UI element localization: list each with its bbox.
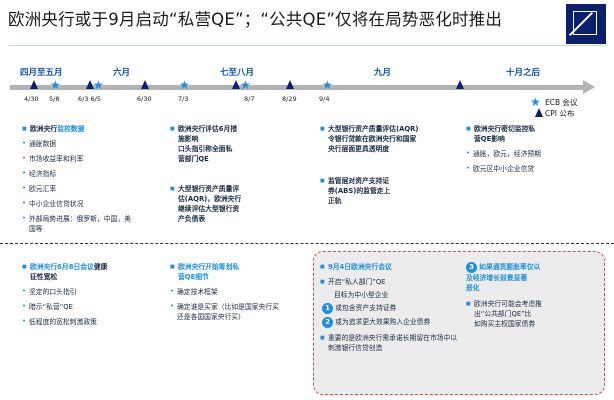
list-item: 经济指标 <box>22 168 132 179</box>
period-jun: 六月 <box>113 68 131 78</box>
list-item: 确定技术框架 <box>170 286 280 297</box>
cpi-legend-icon <box>535 108 543 117</box>
upper-col4-heading: 欧洲央行密切监控私 营QE影响 <box>466 124 576 144</box>
lower-col1-heading: 欧洲央行6月8日会议健康 征性宽松 <box>22 262 142 282</box>
upper-col4-list: 通胀，欧元，经济预期 欧元区中小企业信贷 <box>466 148 576 174</box>
title-divider <box>8 45 606 46</box>
upper-col1-list: 通胀数据 市场收益率和利率 经济指标 欧元汇率 中小企业信贷状况 外部局势进展：… <box>22 138 132 234</box>
period-apr-may: 四月至五月 <box>20 68 63 78</box>
lower-col2-heading: 欧洲央行开始筹划私 营QE细节 <box>170 262 280 282</box>
upper-col2-block1: 欧洲央行评估6月措 施影响 口头指引称全面私 营部门QE <box>170 124 280 164</box>
lower-col-1: 欧洲央行6月8日会议健康 征性宽松 坚定的口头指引 暗示“私营“QE 低程度的宽… <box>22 262 142 332</box>
list-item: 通胀，欧元，经济预期 <box>466 148 576 159</box>
cpi-marker-icon <box>141 80 149 89</box>
list-item: 市场收益率和利率 <box>22 153 132 164</box>
number-3-icon: 3 <box>466 262 477 273</box>
cpi-marker-icon <box>286 80 294 89</box>
date-label: 5/8 <box>49 95 60 103</box>
upper-col3-block1: 大型银行资产质量评估(AQR) 令银行贷款在欧洲央行和国家 央行层面更具透明度 <box>320 124 450 154</box>
lower-col3-line: 开启“私人部门”QE <box>320 277 460 287</box>
page-title: 欧洲央行或于9月启动“私营QE”；“公共QE”仅将在局势恶化时推出 <box>8 10 503 29</box>
cpi-legend-label: CPI 公布 <box>545 109 575 118</box>
lower-col3-heading: 9月4日欧洲央行会议 <box>320 262 460 272</box>
list-item: 中小企业信贷状况 <box>22 198 132 209</box>
lower-col-2: 欧洲央行开始筹划私 营QE细节 确定技术框架 确定谁是买家（比如是国家央行买还是… <box>170 262 280 327</box>
cpi-marker-icon <box>456 80 464 89</box>
ecb-marker-icon: ★ <box>93 78 104 92</box>
number-1-icon: 1 <box>322 303 333 314</box>
lower-col3-option-1: 1 或包含资产支持证券 <box>320 303 460 314</box>
date-label: 6/30 <box>137 95 152 103</box>
upper-col1-heading: 欧洲央行监控数据 <box>22 124 132 134</box>
lower-col3-line: 重要的是欧洲央行需承诺长期留在市场中以刺激银行信贷创造 <box>320 333 460 353</box>
ecb-marker-icon: ★ <box>50 78 61 92</box>
lower-col-4: 3 如果通货膨胀率仅以 及经济增长前景显著 恶化 欧洲央行可能会考虑推 出“公共… <box>466 262 596 329</box>
lower-col3-line: 目标为中小型企业 <box>334 291 389 299</box>
ecb-marker-icon: ★ <box>179 78 190 92</box>
number-2-icon: 2 <box>322 317 333 328</box>
deutsche-bank-logo-icon <box>566 4 606 44</box>
ecb-marker-icon: ★ <box>240 78 251 92</box>
upper-col-1: 欧洲央行监控数据 通胀数据 市场收益率和利率 经济指标 欧元汇率 中小企业信贷状… <box>22 124 132 239</box>
section-divider <box>0 243 614 244</box>
upper-col2-block2: 大型银行资产质量评 估(AQR)，欧洲央行 继续评估大型银行资 产负债表 <box>170 184 280 224</box>
list-item: 低程度的宽松刺激政策 <box>22 316 142 327</box>
list-item: 暗示“私营“QE <box>22 301 142 312</box>
timeline-arrow-icon <box>583 80 595 94</box>
lower-col4-heading: 3 如果通货膨胀率仅以 及经济增长前景显著 恶化 <box>466 262 541 292</box>
upper-col3-block2: 监管层对资产支持证 券(ABS)的监管走上 正轨 <box>320 176 450 206</box>
lower-col3-option-2: 2 或为追求更大效果购入企业债券 <box>320 317 460 328</box>
date-label: 8/29 <box>282 95 297 103</box>
list-item: 确定谁是买家（比如是国家央行买还是各国国家央行买） <box>170 301 280 322</box>
date-label: 7/3 <box>178 95 189 103</box>
date-label: 6/3 6/5 <box>78 95 101 103</box>
ecb-marker-icon: ★ <box>322 78 333 92</box>
list-item: 外部局势进展：俄罗斯，中国，美国等 <box>22 213 132 234</box>
period-sep: 九月 <box>374 68 392 78</box>
upper-col-4: 欧洲央行密切监控私 营QE影响 通胀，欧元，经济预期 欧元区中小企业信贷 <box>466 124 576 179</box>
date-label: 9/4 <box>319 95 330 103</box>
upper-col-3: 大型银行资产质量评估(AQR) 令银行贷款在欧洲央行和国家 央行层面更具透明度 … <box>320 124 450 206</box>
list-item: 通胀数据 <box>22 138 132 149</box>
list-item: 欧元区中小企业信贷 <box>466 163 576 174</box>
cpi-marker-icon <box>30 80 38 89</box>
cpi-marker-icon <box>232 80 240 89</box>
lower-col-3: 9月4日欧洲央行会议 开启“私人部门”QE 目标为中小型企业 1 或包含资产支持… <box>320 262 460 353</box>
date-label: 8/7 <box>244 95 255 103</box>
lower-col2-list: 确定技术框架 确定谁是买家（比如是国家央行买还是各国国家央行买） <box>170 286 280 322</box>
ecb-legend-label: ECB 会议 <box>545 98 578 107</box>
cpi-marker-icon <box>86 80 94 89</box>
lower-col4-text: 欧洲央行可能会考虑推 出“公共部门QE”比 如购买主权国家债券 <box>466 299 596 329</box>
lower-col1-list: 坚定的口头指引 暗示“私营“QE 低程度的宽松刺激政策 <box>22 286 142 327</box>
ecb-legend-icon: ★ <box>530 95 541 109</box>
period-jul-aug: 七至八月 <box>220 68 255 78</box>
timeline-bar <box>10 85 585 90</box>
list-item: 欧元汇率 <box>22 183 132 194</box>
list-item: 坚定的口头指引 <box>22 286 142 297</box>
period-oct-later: 十月之后 <box>506 68 541 78</box>
date-label: 4/30 <box>24 95 39 103</box>
upper-col-2: 欧洲央行评估6月措 施影响 口头指引称全面私 营部门QE 大型银行资产质量评 估… <box>170 124 280 224</box>
